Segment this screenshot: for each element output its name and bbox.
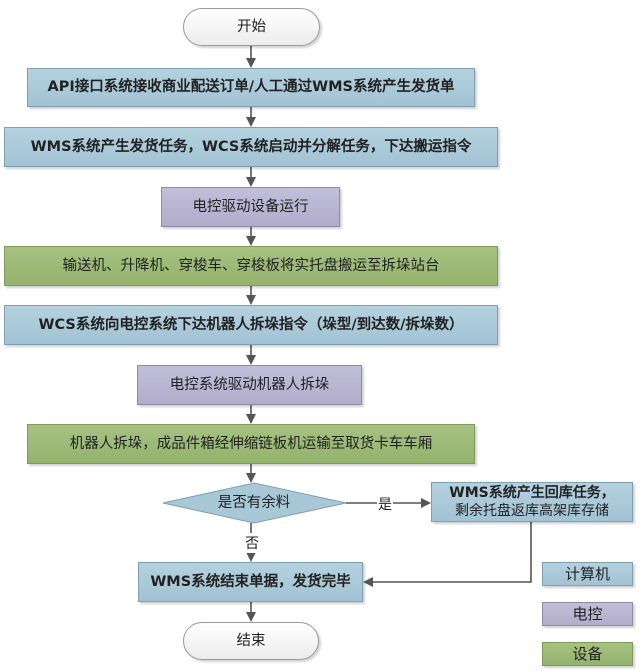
decision-text: 是否有余料 (217, 494, 291, 511)
start-terminal: 开始 (183, 8, 320, 46)
step-6-text: 电控系统驱动机器人拆垛 (169, 376, 330, 393)
yes-branch-box: WMS系统产生回库任务， 剩余托盘返库高架库存储 (431, 482, 633, 522)
step-4-box: 输送机、升降机、穿梭车、穿梭板将实托盘搬运至拆垛站台 (4, 246, 498, 286)
step-1-text: API接口系统接收商业配送订单/人工通过WMS系统产生发货单 (47, 79, 455, 95)
step-3-box: 电控驱动设备运行 (161, 187, 340, 227)
legend-electric-control-label: 电控 (572, 604, 603, 623)
legend-equipment-label: 设备 (572, 644, 603, 663)
step-5-text: WCS系统向电控系统下达机器人拆垛指令（垛型/到达数/拆垛数） (38, 316, 464, 333)
legend-equipment: 设备 (542, 642, 633, 666)
step-1-box: API接口系统接收商业配送订单/人工通过WMS系统产生发货单 (27, 68, 475, 107)
step-4-text: 输送机、升降机、穿梭车、穿梭板将实托盘搬运至拆垛站台 (62, 257, 440, 274)
step-2-box: WMS系统产生发货任务，WCS系统启动并分解任务，下达搬运指令 (4, 127, 498, 167)
step-5-box: WCS系统向电控系统下达机器人拆垛指令（垛型/到达数/拆垛数） (4, 305, 498, 345)
no-label: 否 (244, 533, 260, 553)
legend-computer-label: 计算机 (564, 564, 610, 583)
legend-computer: 计算机 (542, 562, 633, 586)
yes-branch-line-2: 剩余托盘返库高架库存储 (455, 503, 609, 519)
step-7-box: 机器人拆垛，成品件箱经伸缩链板机运输至取货卡车车厢 (27, 424, 475, 464)
step-6-box: 电控系统驱动机器人拆垛 (137, 365, 362, 405)
end-terminal: 结束 (183, 622, 319, 660)
final-step-box: WMS系统结束单据，发货完毕 (138, 562, 363, 602)
decision-label-container: 是否有余料 (190, 491, 318, 515)
yes-branch-line-1: WMS系统产生回库任务， (449, 485, 615, 501)
legend-electric-control: 电控 (542, 602, 633, 626)
decision-diamond (162, 482, 347, 524)
yes-label: 是 (377, 494, 393, 514)
step-2-text: WMS系统产生发货任务，WCS系统启动并分解任务，下达搬运指令 (30, 138, 472, 155)
start-label: 开始 (237, 18, 266, 35)
end-label: 结束 (236, 632, 266, 649)
step-3-text: 电控驱动设备运行 (192, 198, 309, 215)
final-step-text: WMS系统结束单据，发货完毕 (150, 573, 351, 590)
step-7-text: 机器人拆垛，成品件箱经伸缩链板机运输至取货卡车车厢 (69, 435, 433, 452)
arrow-return-to-final (363, 522, 532, 587)
